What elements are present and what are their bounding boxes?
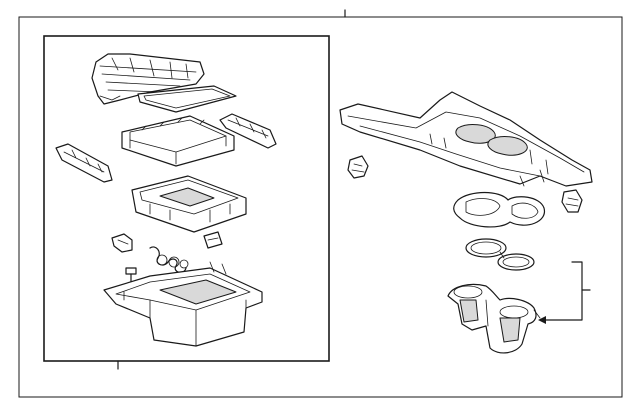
- console-panel-upper: [91, 53, 205, 105]
- side-rail-left: [55, 143, 113, 183]
- diagram-border: [18, 16, 623, 398]
- lid-pad: [137, 85, 237, 113]
- latch-bracket: [111, 233, 133, 253]
- retainer-clip-right: [561, 189, 583, 213]
- coil-spring: [149, 246, 189, 274]
- latch-clip: [203, 231, 223, 249]
- retainer-clip-left: [347, 155, 369, 179]
- callout-arrow-icon: [538, 316, 546, 324]
- cup-holder-callout: [538, 261, 591, 324]
- side-rail-right: [219, 113, 277, 149]
- console-bezel: [339, 91, 593, 187]
- console-box-tray: [131, 175, 247, 233]
- armrest-base: [121, 115, 235, 167]
- cup-holder-trim-ring: [453, 191, 545, 228]
- console-box-lower: [103, 261, 263, 347]
- bolt: [125, 267, 137, 285]
- cup-holder-assembly: [447, 283, 541, 354]
- sub-assembly-frame: [43, 35, 330, 362]
- cup-holder-mat: [465, 238, 535, 271]
